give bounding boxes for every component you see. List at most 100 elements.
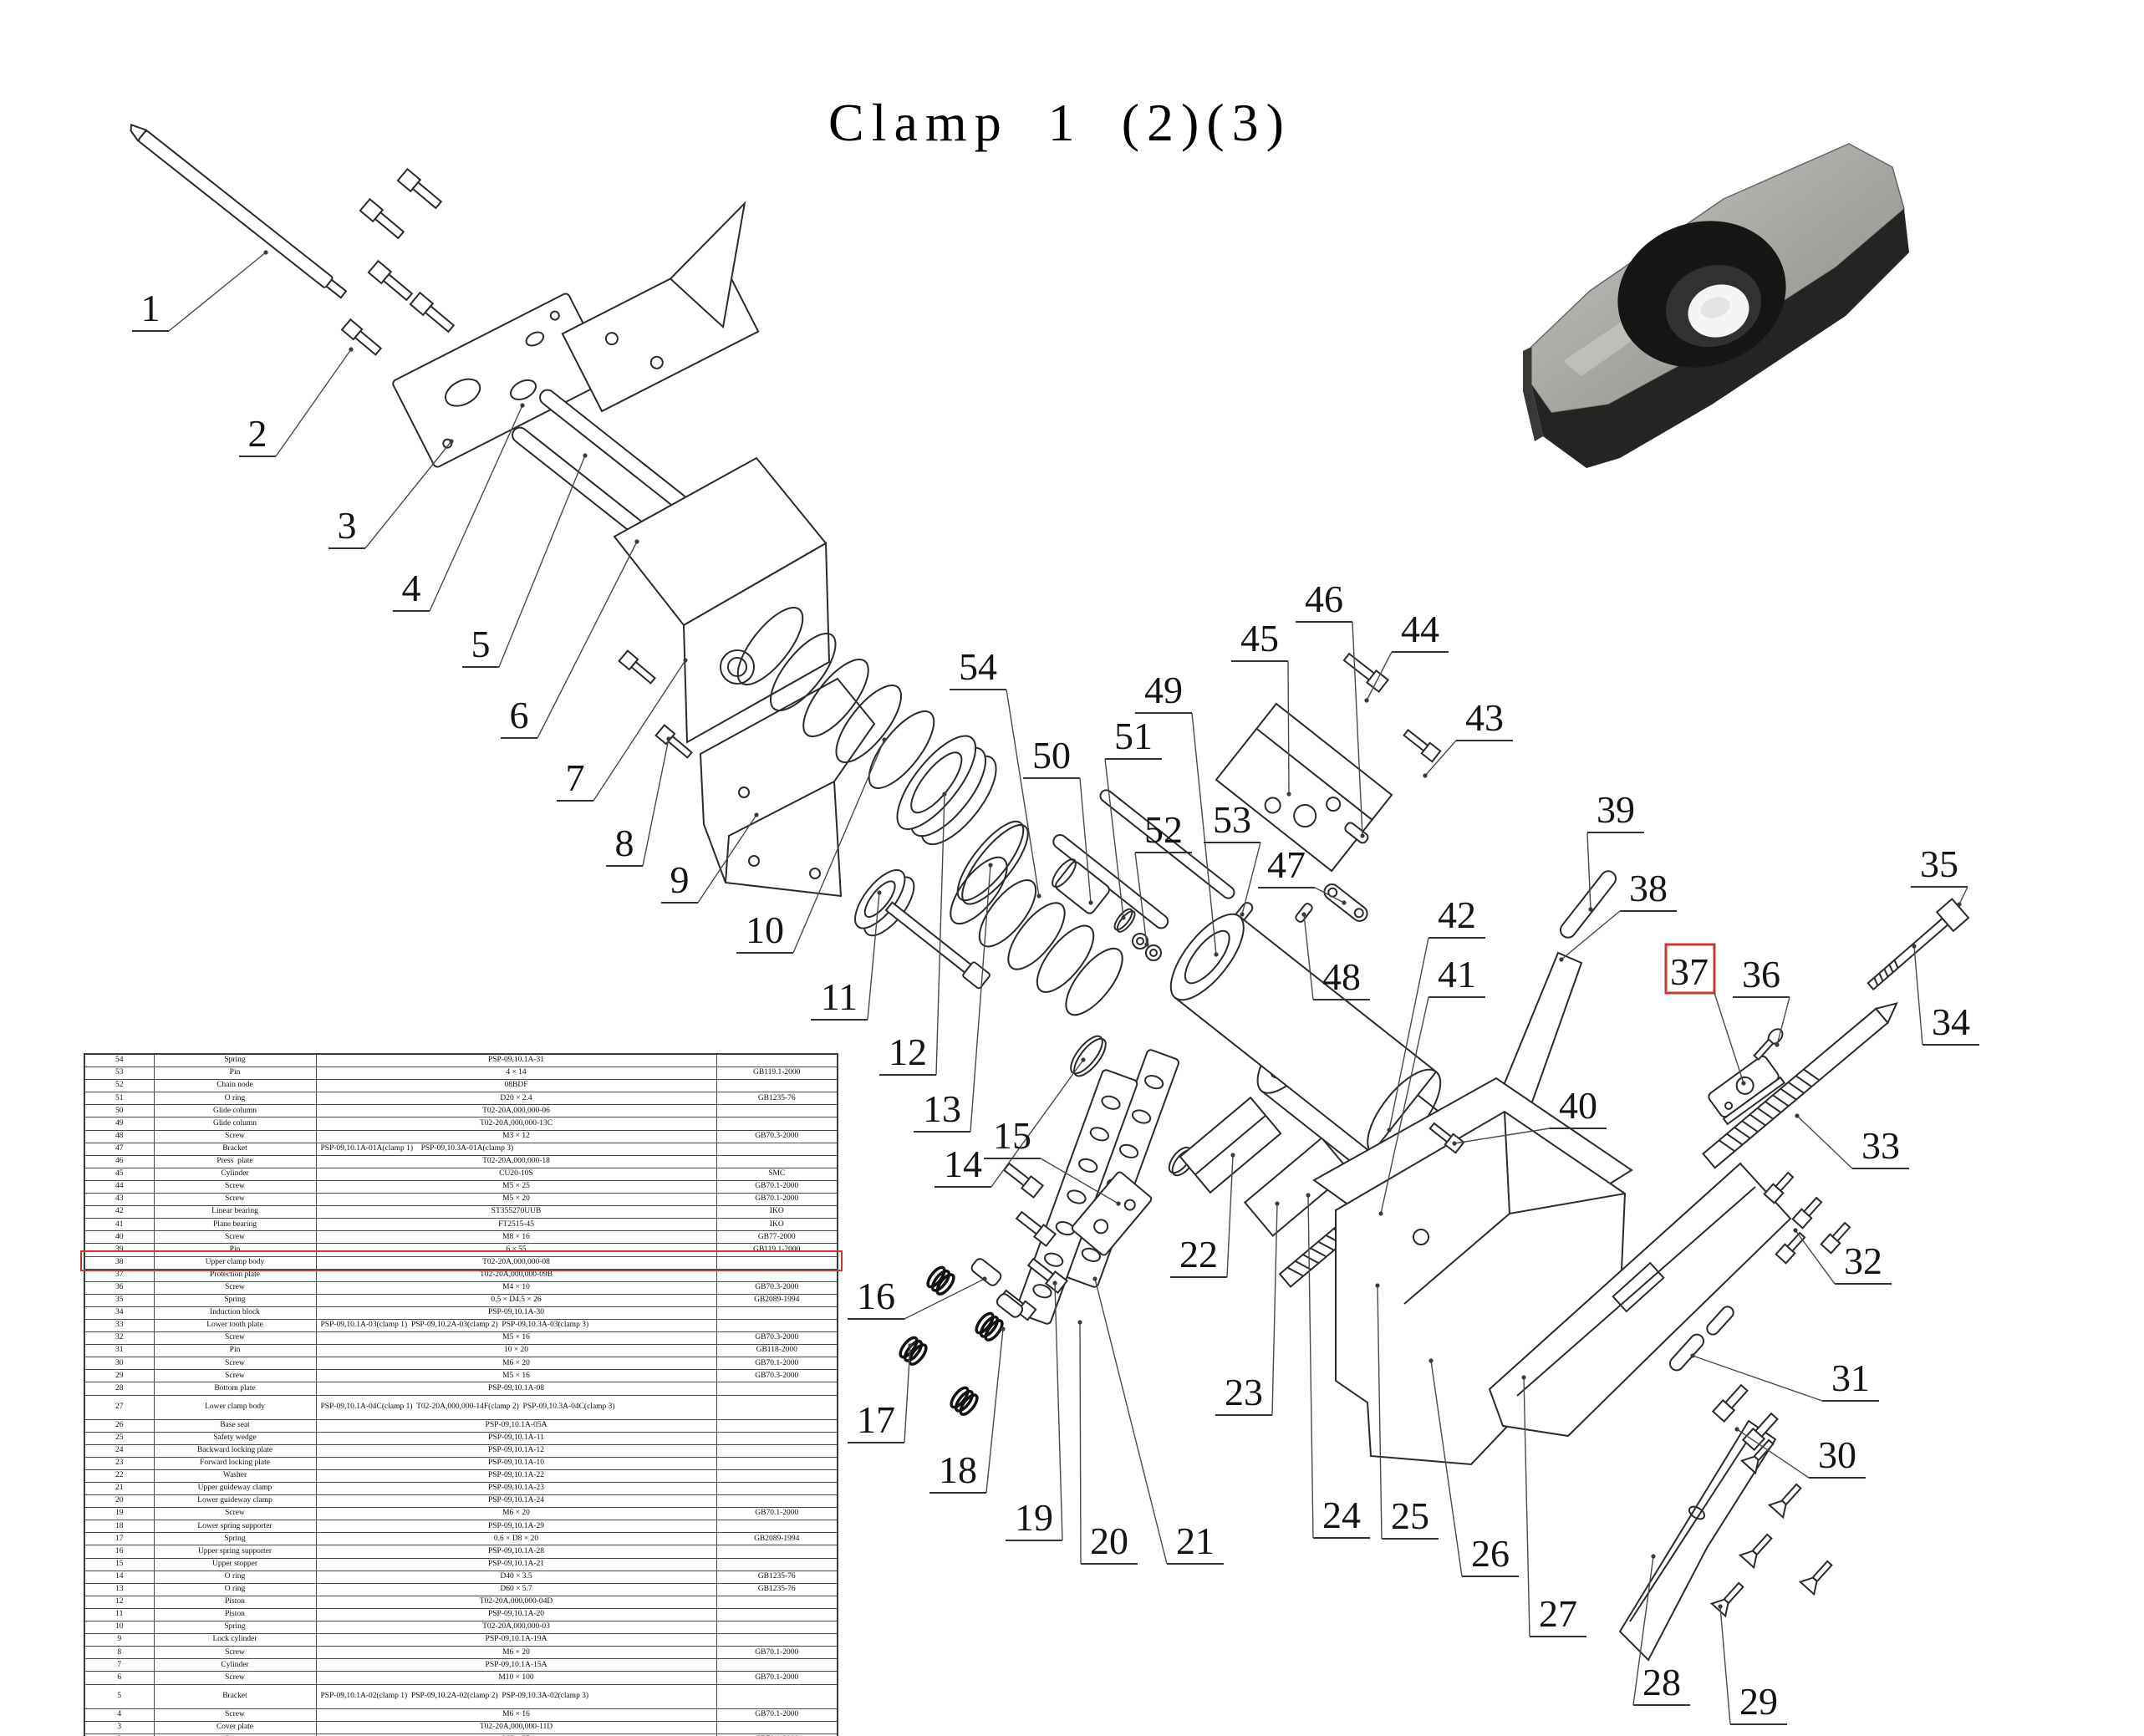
cell-name-54: Spring [153, 1053, 317, 1068]
svg-text:21: 21 [1176, 1520, 1215, 1562]
cell-no-16: 16 [84, 1545, 155, 1559]
cell-name-34: Induction block [153, 1306, 317, 1320]
svg-text:32: 32 [1844, 1240, 1882, 1282]
cell-spec-20: PSP-09,10.1A-24 [315, 1494, 717, 1509]
svg-text:10: 10 [746, 909, 784, 951]
cell-std-11 [716, 1607, 838, 1622]
svg-text:33: 33 [1861, 1124, 1900, 1167]
cell-name-27: Lower clamp body [153, 1394, 317, 1420]
callout-20: 20 [1077, 1320, 1138, 1565]
cell-no-43: 43 [84, 1193, 155, 1207]
cell-name-52: Chain node [153, 1079, 317, 1093]
callout-11: 11 [811, 890, 882, 1021]
callout-48: 48 [1301, 912, 1370, 1000]
svg-text:13: 13 [923, 1087, 961, 1130]
callout-35: 35 [1911, 843, 1968, 907]
callout-31: 31 [1690, 1353, 1879, 1402]
cell-name-8: Screw [153, 1646, 317, 1660]
cell-name-28: Bottom plate [153, 1382, 317, 1396]
cell-name-17: Spring [153, 1532, 317, 1546]
svg-text:19: 19 [1015, 1496, 1053, 1539]
cell-no-32: 32 [84, 1331, 155, 1346]
cell-no-13: 13 [84, 1582, 155, 1596]
cell-name-14: O ring [153, 1570, 317, 1584]
svg-text:49: 49 [1144, 669, 1183, 711]
cell-name-12: Piston [153, 1595, 317, 1609]
cell-spec-54: PSP-09,10.1A-31 [315, 1053, 717, 1068]
cell-spec-17: 0.6 × D8 × 20 [315, 1532, 717, 1546]
part-long-thin-screw [1866, 898, 1970, 991]
callout-32: 32 [1793, 1228, 1892, 1285]
cell-std-3 [716, 1720, 838, 1734]
cell-spec-32: M5 × 16 [315, 1331, 717, 1346]
part-lower-clamp-body [1488, 1162, 1792, 1438]
svg-text:40: 40 [1559, 1084, 1597, 1127]
cell-no-27: 27 [84, 1394, 155, 1420]
cell-name-21: Upper guideway clamp [153, 1481, 317, 1496]
cell-name-48: Screw [153, 1129, 317, 1143]
cell-name-37: Protection plate [153, 1268, 317, 1282]
svg-text:36: 36 [1742, 953, 1780, 995]
cell-std-17: GB2089-1994 [716, 1532, 838, 1546]
cell-spec-47: PSP-09,10.1A-01A(clamp 1) PSP-09,10.3A-0… [315, 1142, 717, 1156]
svg-text:35: 35 [1920, 843, 1958, 885]
cell-std-53: GB119.1-2000 [716, 1067, 838, 1081]
cell-spec-4: M6 × 16 [315, 1708, 717, 1722]
cell-no-44: 44 [84, 1179, 155, 1194]
cell-name-40: Screw [153, 1230, 317, 1245]
svg-text:26: 26 [1471, 1532, 1510, 1575]
cell-name-32: Screw [153, 1331, 317, 1346]
svg-text:23: 23 [1225, 1371, 1263, 1413]
cell-std-52 [716, 1079, 838, 1093]
cell-std-12 [716, 1595, 838, 1609]
svg-text:45: 45 [1240, 617, 1279, 659]
callout-49: 49 [1135, 669, 1219, 957]
callout-47: 47 [1258, 843, 1347, 905]
svg-text:34: 34 [1932, 1000, 1970, 1043]
cell-no-20: 20 [84, 1494, 155, 1509]
cell-name-7: Cylinder [153, 1658, 317, 1672]
svg-text:4: 4 [402, 567, 421, 609]
cell-std-25 [716, 1431, 838, 1445]
cell-no-38: 38 [84, 1255, 155, 1270]
part-lock-cylinder [699, 677, 876, 898]
cell-no-36: 36 [84, 1280, 155, 1295]
cell-spec-9: PSP-09,10.1A-19A [315, 1633, 717, 1647]
cell-no-37: 37 [84, 1268, 155, 1282]
cell-name-31: Pin [153, 1344, 317, 1358]
svg-text:5: 5 [471, 623, 491, 665]
cell-std-8: GB70.1-2000 [716, 1646, 838, 1660]
cell-name-5: Bracket [153, 1683, 317, 1709]
cell-name-36: Screw [153, 1280, 317, 1295]
callout-19: 19 [1006, 1280, 1063, 1541]
cell-spec-28: PSP-09,10.1A-08 [315, 1382, 717, 1396]
cell-spec-52: 08BDF [315, 1079, 717, 1093]
cell-spec-21: PSP-09,10.1A-23 [315, 1481, 717, 1496]
cell-no-11: 11 [84, 1607, 155, 1622]
svg-text:38: 38 [1629, 867, 1668, 909]
cell-name-51: O ring [153, 1092, 317, 1106]
cell-spec-14: D40 × 3.5 [315, 1570, 717, 1584]
cell-no-48: 48 [84, 1129, 155, 1143]
cell-name-23: Forward locking plate [153, 1456, 317, 1470]
cell-name-11: Piston [153, 1607, 317, 1622]
cell-spec-53: 4 × 14 [315, 1067, 717, 1081]
cell-name-50: Glide column [153, 1104, 317, 1118]
cell-std-38 [716, 1255, 838, 1270]
cell-spec-19: M6 × 20 [315, 1507, 717, 1521]
cell-no-52: 52 [84, 1079, 155, 1093]
cell-no-30: 30 [84, 1357, 155, 1371]
cell-std-40: GB77-2000 [716, 1230, 838, 1245]
callout-44: 44 [1364, 608, 1449, 703]
cell-spec-22: PSP-09,10.1A-22 [315, 1469, 717, 1484]
cell-name-24: Backward locking plate [153, 1443, 317, 1458]
